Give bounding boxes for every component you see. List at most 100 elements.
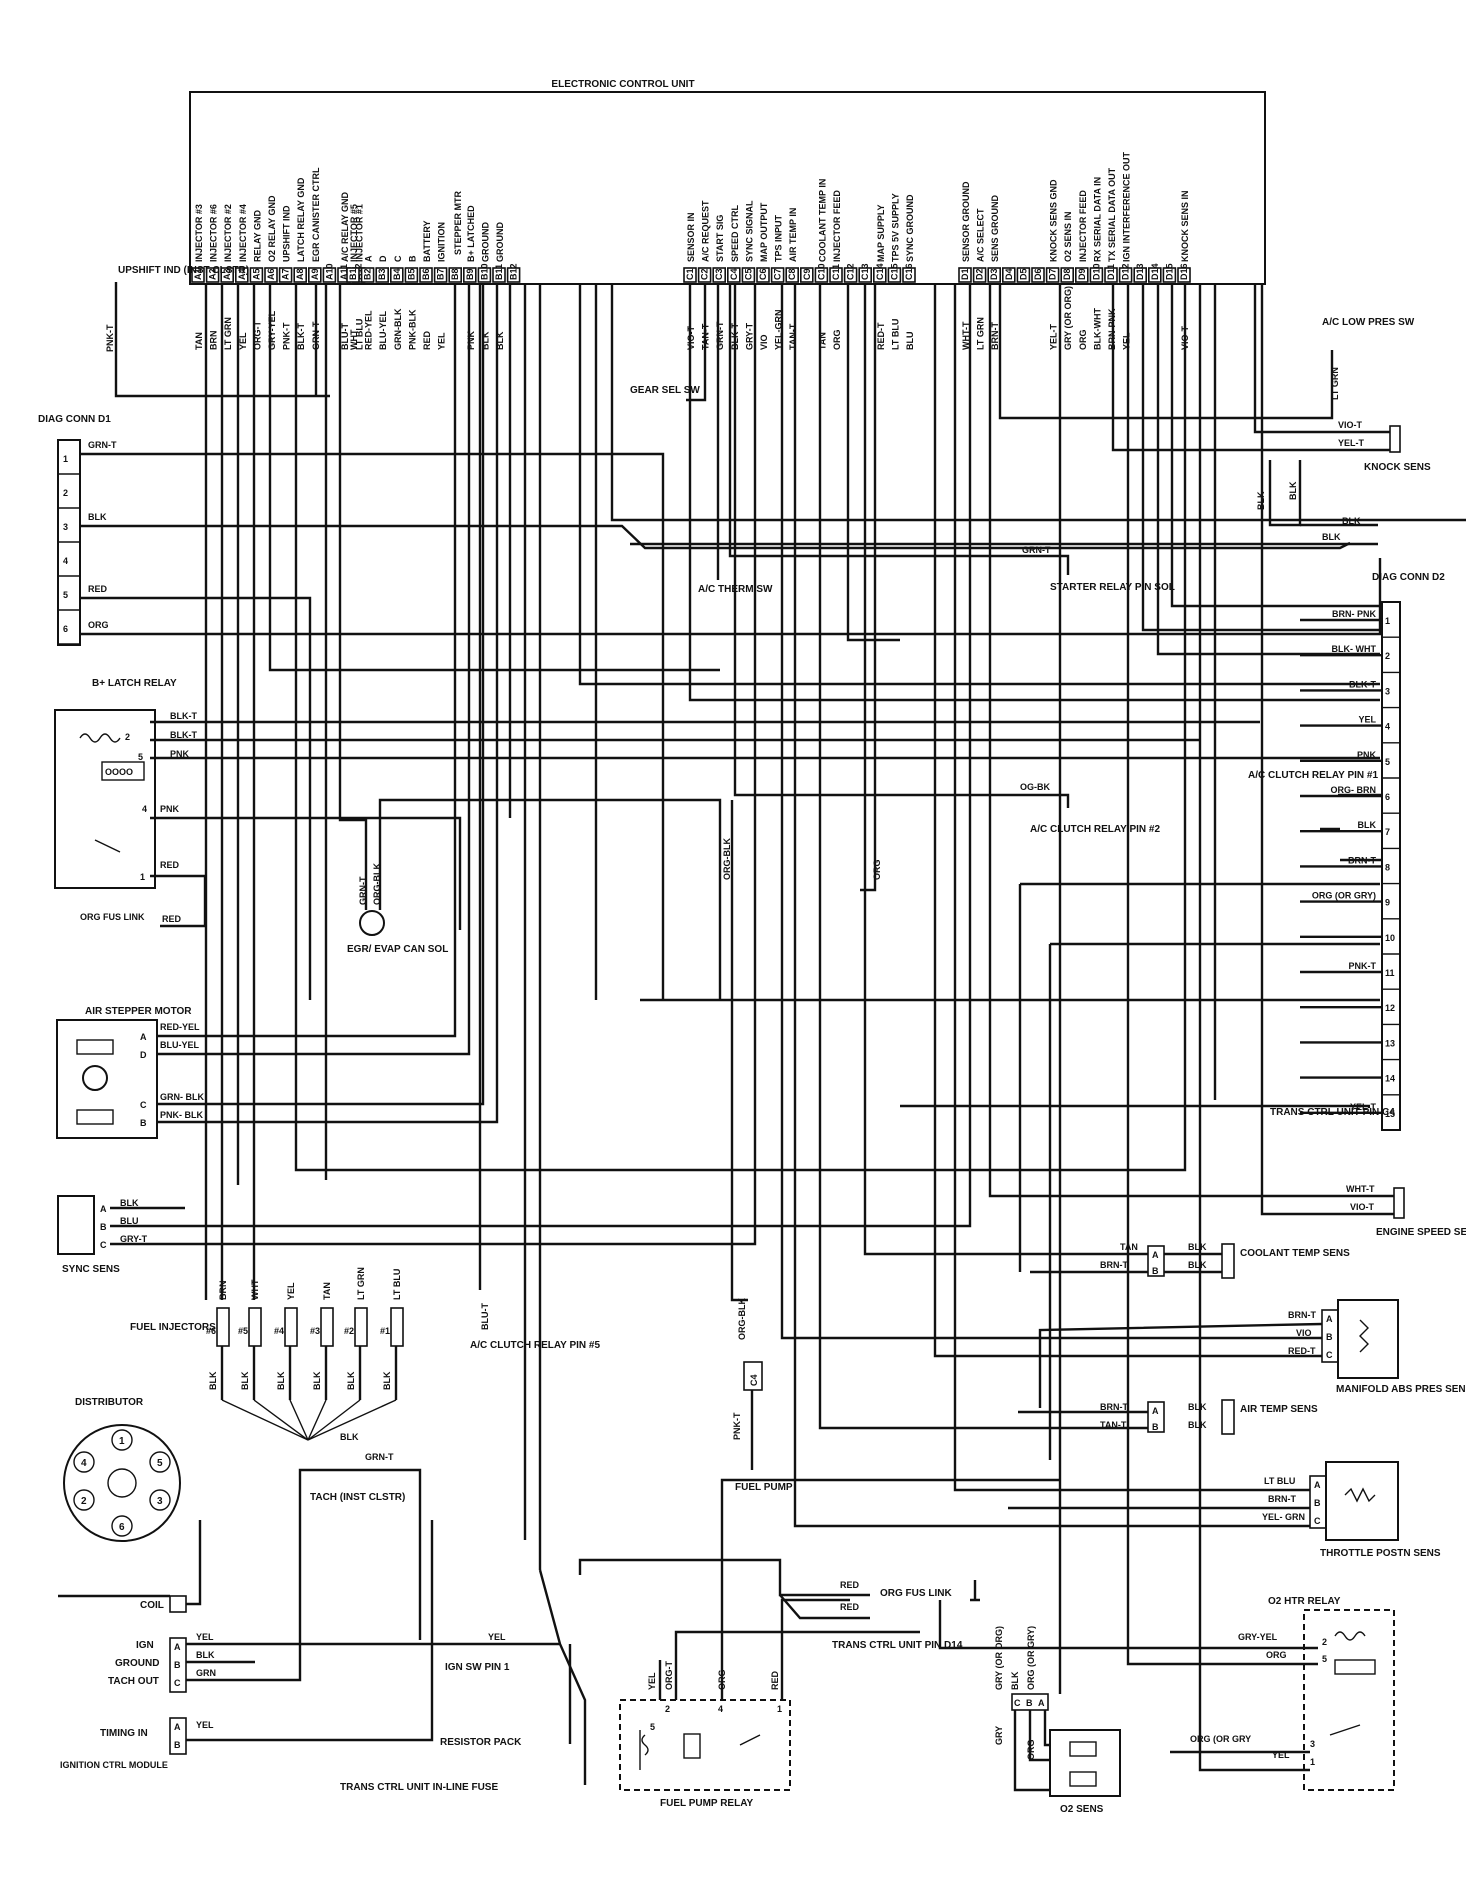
ecu-pin-function: RELAY GND bbox=[252, 209, 262, 262]
ignition-module: IGN GROUND TACH OUT TIMING IN A B C A B … bbox=[60, 1468, 560, 1770]
svg-text:TAN-T: TAN-T bbox=[1100, 1420, 1127, 1430]
ecu-pin-function: SPEED CTRL bbox=[730, 204, 740, 262]
d2-wire-label: BRN- PNK bbox=[1332, 609, 1376, 619]
ecu-pin-id: D10 bbox=[1091, 263, 1101, 280]
svg-text:ORG (OR GRY): ORG (OR GRY) bbox=[1026, 1626, 1036, 1690]
ign-row-ground: GROUND bbox=[115, 1658, 159, 1669]
distributor-terminal-number: 2 bbox=[81, 1496, 87, 1507]
trans-ctrl-c4-label: TRANS CTRL UNIT PIN C4 bbox=[1270, 1107, 1395, 1118]
fus-link-org: ORG FUS LINK bbox=[880, 1588, 952, 1599]
upshift-label: UPSHIFT IND (INST CLSTR) bbox=[118, 265, 249, 276]
ecu-pin-id: B2 bbox=[363, 268, 373, 280]
ecu-pin-id: D14 bbox=[1150, 263, 1160, 280]
d1-wire-3: BLK bbox=[88, 512, 107, 522]
ecu-pin-id: D4 bbox=[1004, 268, 1014, 280]
air-temp-sensor: BRN-T TAN-T BLK BLK A B AIR TEMP SENS bbox=[818, 284, 1318, 1435]
air-stepper-motor-label: AIR STEPPER MOTOR bbox=[85, 1006, 192, 1017]
org-fus-red-label: RED bbox=[162, 914, 182, 924]
d2-wire-label: ORG- BRN bbox=[1331, 785, 1377, 795]
ecu-pin-wire: BLK bbox=[480, 331, 490, 350]
ecu-pin-id: B3 bbox=[377, 268, 387, 280]
ecu-pin-id: B11 bbox=[494, 264, 504, 280]
latch-wire-4: PNK bbox=[160, 804, 180, 814]
ecu-pin-d13: D13 bbox=[1133, 263, 1147, 283]
ac-clutch-relay-2-label: A/C CLUTCH RELAY PIN #2 bbox=[1030, 824, 1160, 835]
latch-wire-5: RED bbox=[160, 860, 180, 870]
d2-pin-number: 3 bbox=[1385, 686, 1390, 696]
ecu-pin-function: EGR CANISTER CTRL bbox=[311, 167, 321, 262]
fuel-pump-label: FUEL PUMP bbox=[735, 1482, 793, 1493]
svg-text:A: A bbox=[1152, 1250, 1159, 1260]
c4-label: C4 bbox=[749, 1374, 759, 1386]
ecu-pin-wire: LT GRN bbox=[976, 317, 986, 350]
latch-pin-5: 5 bbox=[138, 752, 143, 762]
ecu-pin-b8: B8 bbox=[448, 267, 463, 283]
ecu-pin-id: D16 bbox=[1179, 263, 1189, 280]
ecu-pin-id: A4 bbox=[237, 268, 247, 280]
svg-text:ORG (OR GRY: ORG (OR GRY bbox=[1190, 1734, 1251, 1744]
ecu-pin-c13: C13 bbox=[858, 263, 873, 283]
injector-wire-bottom: BLK bbox=[312, 1371, 322, 1390]
ecu-pin-wire: LT GRN bbox=[223, 317, 233, 350]
d1-pin-number: 1 bbox=[63, 454, 68, 464]
svg-text:GRY: GRY bbox=[994, 1726, 1004, 1745]
latch-wire-1: BLK-T bbox=[170, 711, 197, 721]
ecu-pin-function: COOLANT TEMP IN bbox=[817, 179, 827, 262]
svg-text:B: B bbox=[174, 1660, 181, 1670]
ecu-pin-function: INJECTOR #5 bbox=[349, 204, 359, 262]
d2-pin-number: 6 bbox=[1385, 792, 1390, 802]
ecu-pin-id: C9 bbox=[802, 268, 812, 280]
ecu-pin-id: D6 bbox=[1033, 268, 1043, 280]
ecu-pin-function: INJECTOR #2 bbox=[223, 204, 233, 262]
resistor-pack-label: RESISTOR PACK bbox=[440, 1737, 522, 1748]
coolant-label: COOLANT TEMP SENS bbox=[1240, 1248, 1350, 1259]
svg-text:BLK: BLK bbox=[1188, 1402, 1207, 1412]
tach-label: TACH (INST CLSTR) bbox=[310, 1492, 405, 1503]
ecu-pin-wire: VIO bbox=[759, 334, 769, 350]
ecu-pin-function: LATCH RELAY GND bbox=[296, 177, 306, 262]
svg-text:BLK: BLK bbox=[196, 1650, 215, 1660]
svg-text:4: 4 bbox=[718, 1704, 723, 1714]
distributor-terminal bbox=[149, 1489, 171, 1511]
engine-speed-label: ENGINE SPEED SENS bbox=[1376, 1227, 1466, 1238]
ecu-pin-id: B9 bbox=[465, 268, 475, 280]
ecu-pin-function: UPSHIFT IND bbox=[282, 205, 292, 262]
d1-wire-1: GRN-T bbox=[88, 440, 117, 450]
ecu-pin-wire: GRY (OR ORG) bbox=[1063, 286, 1073, 350]
svg-text:C: C bbox=[1314, 1516, 1321, 1526]
ecu-pin-id: C6 bbox=[758, 268, 768, 280]
ecu-pin-function: B bbox=[407, 255, 417, 262]
stepper-wire-a: RED-YEL bbox=[160, 1022, 200, 1032]
d2-pin-number: 2 bbox=[1385, 651, 1390, 661]
ecu-pin-wire: YEL-GRN bbox=[774, 310, 784, 351]
diag-conn-d1-label: DIAG CONN D1 bbox=[38, 414, 111, 425]
ign-row-ign: IGN bbox=[136, 1640, 154, 1651]
tach-wire-label: GRN-T bbox=[365, 1452, 394, 1462]
ecu-pin-wire: GRN-BLK bbox=[393, 308, 403, 350]
ecu-pin-id: C8 bbox=[787, 268, 797, 280]
svg-text:2: 2 bbox=[1322, 1637, 1327, 1647]
svg-text:YEL: YEL bbox=[196, 1632, 214, 1642]
ecu-pin-id: B10 bbox=[479, 263, 489, 280]
ac-clutch-relay-1-label: A/C CLUTCH RELAY PIN #1 bbox=[1248, 770, 1378, 781]
svg-text:RED-T: RED-T bbox=[1288, 1346, 1316, 1356]
knock-sens-label: KNOCK SENS bbox=[1364, 462, 1431, 473]
ecu-pin-function: IGNITION bbox=[437, 222, 447, 262]
injector-wire-bottom: BLK bbox=[346, 1371, 356, 1390]
ecu-pin-wire: YEL bbox=[437, 332, 447, 350]
coil-label: COIL bbox=[140, 1600, 164, 1611]
svg-text:YEL: YEL bbox=[647, 1672, 657, 1690]
d2-pin-number: 10 bbox=[1385, 933, 1395, 943]
svg-text:OOOO: OOOO bbox=[105, 767, 133, 777]
ecu-pin-wire: BRN-T bbox=[990, 322, 1000, 350]
